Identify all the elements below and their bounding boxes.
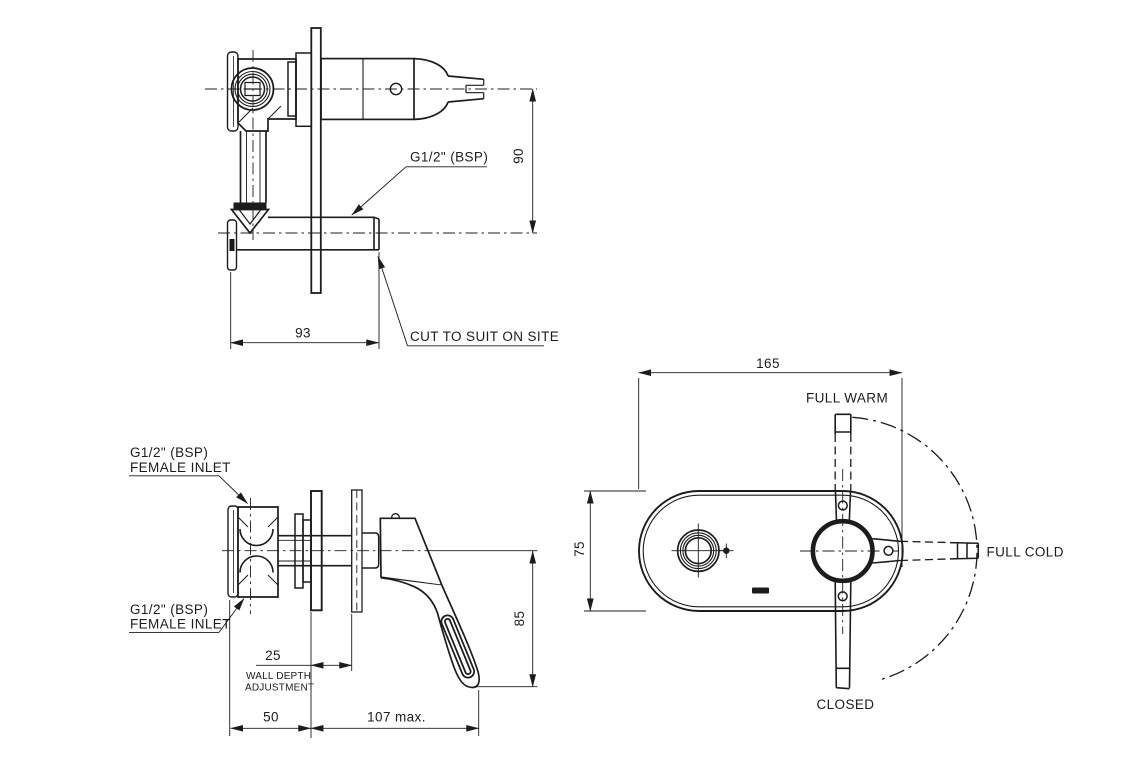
lower-wall-clip: [226, 219, 238, 271]
extension-lines-165: [638, 378, 903, 567]
inlet-tube-outer: [239, 131, 267, 203]
dimension-value-90: 90: [511, 148, 526, 164]
check-valve-inner: [239, 76, 266, 102]
wall-depth-note-line2: ADJUSTMENT: [245, 683, 314, 694]
inlet-tube-inner: [246, 131, 261, 203]
valve-body: [237, 506, 279, 598]
inlet-bottom-leader-arrow: [218, 598, 245, 633]
dimension-value-85: 85: [512, 611, 527, 627]
dimension-value-165: 165: [756, 356, 780, 371]
upper-inlet-seat: [239, 528, 274, 547]
full-cold-label: FULL COLD: [987, 545, 1064, 560]
handle-dome: [379, 517, 444, 587]
brand-mark: [752, 587, 769, 594]
inlet-bottom-label-line2: FEMALE INLET: [130, 616, 231, 631]
cold-handle-tip: [949, 541, 980, 560]
cone-fitting: [229, 208, 271, 235]
thread-leader-arrow: [351, 166, 407, 216]
inlet-top-leader-arrow: [218, 475, 248, 504]
closed-handle-bar: [834, 580, 852, 690]
dimension-value-93: 93: [295, 326, 311, 341]
dimension-value-50: 50: [263, 710, 279, 725]
cold-handle-hidden: [899, 540, 952, 562]
wall-plate: [310, 27, 322, 294]
spout-crosshair: [671, 523, 726, 578]
cold-handle-base: [872, 537, 901, 564]
handle-full-warm: [834, 413, 852, 522]
dimension-value-75: 75: [572, 541, 587, 557]
handle-grip: [447, 75, 484, 103]
wall-bracket: [227, 505, 239, 598]
body-flange: [295, 52, 313, 128]
warm-handle-hidden: [834, 434, 852, 492]
front-view: 165 75 FULL WARM FULL COLD CLOSED: [572, 356, 1064, 712]
handle-swing-arc: [852, 416, 978, 681]
wall-depth-note-line1: WALL DEPTH: [246, 671, 311, 682]
inlet-bottom-label-line1: G1/2" (BSP): [130, 602, 208, 617]
closed-label: CLOSED: [817, 697, 875, 712]
dimension-value-25: 25: [265, 648, 281, 663]
handle-fork-slot: [465, 79, 485, 99]
warm-handle-tip: [834, 413, 852, 434]
cone-fitting-inner: [238, 209, 262, 225]
handle-dome: [413, 57, 449, 121]
extension-lines-25: [310, 612, 353, 738]
cold-handle-hole: [883, 545, 894, 556]
cut-note-leader-arrow: [377, 255, 408, 346]
lower-wall-clip-detail: [229, 239, 235, 251]
valve-body-chamfers: [237, 516, 279, 586]
handle-stem: [362, 532, 380, 569]
cone-fitting-band: [233, 202, 267, 210]
handle-full-cold: [872, 537, 980, 564]
body-cylinder: [278, 534, 352, 567]
handle-lever: [380, 576, 481, 689]
handle-closed: [834, 580, 852, 690]
cut-note-label: CUT TO SUIT ON SITE: [410, 329, 559, 344]
inlet-top-label-line1: G1/2" (BSP): [130, 445, 208, 460]
inlet-top-label-line2: FEMALE INLET: [130, 460, 231, 475]
dimension-value-107: 107 max.: [367, 710, 426, 725]
trim-side-view: G1/2" (BSP) FEMALE INLET G1/2" (BSP) FEM…: [129, 445, 538, 738]
center-mark-cross: [719, 543, 734, 558]
upper-wall-clip: [226, 51, 239, 132]
warm-handle-base: [834, 491, 852, 522]
lower-inlet-seat: [239, 555, 274, 573]
extension-lines-75: [584, 490, 646, 612]
full-warm-label: FULL WARM: [806, 391, 888, 406]
lever-slot-core: [445, 619, 470, 674]
thread-label: G1/2" (BSP): [410, 150, 488, 165]
rough-in-side-view: 90 93 G1/2" (BSP) CUT TO SUIT ON SITE: [205, 27, 559, 349]
